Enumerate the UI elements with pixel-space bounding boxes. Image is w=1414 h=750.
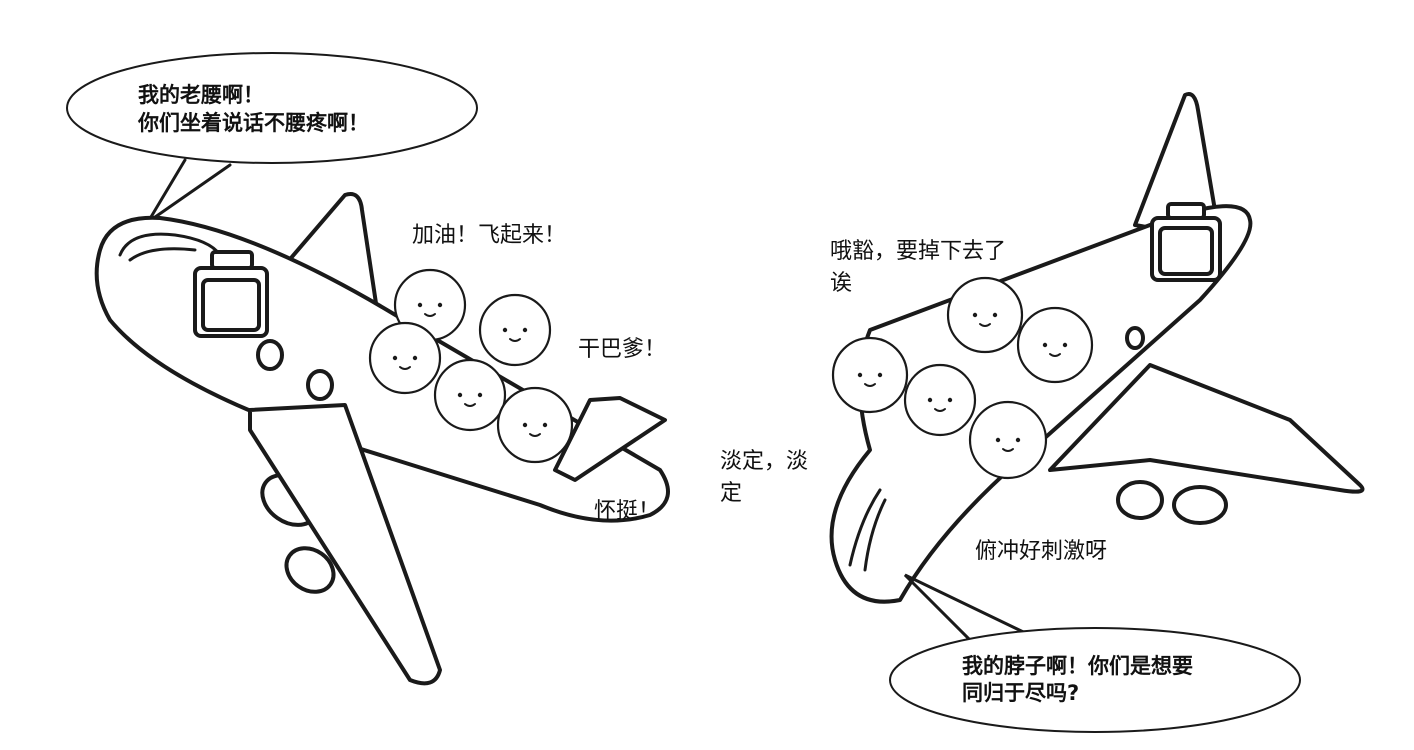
caption-dive: 俯冲好刺激呀 [975,539,1108,564]
caption-cheer: 加油！飞起来！ [412,223,567,248]
caption-falling-line2: 诶 [830,271,853,296]
caption-ganbadie: 干巴爹！ [578,337,667,362]
suitcase-icon [1150,202,1222,282]
blob-characters-right [831,276,1094,480]
caption-falling-line1: 哦豁，要掉下去了 [830,239,1007,264]
right-airplane [829,92,1365,604]
caption-huaiting: 怀挺！ [594,499,661,524]
speech-left-line2: 你们坐着说话不腰疼啊！ [138,111,369,135]
speech-left-line1: 我的老腰啊！ [138,83,264,107]
speech-bubble-left [66,52,478,224]
blob-characters-left [368,268,574,464]
speech-right-line1: 我的脖子啊！你们是想要 [962,654,1193,678]
suitcase-icon [193,250,269,338]
caption-calm-line2: 定 [720,481,743,506]
speech-right-line2: 同归于尽吗? [962,681,1080,705]
speech-bubble-right [889,573,1301,733]
caption-calm-line1: 淡定，淡 [720,449,809,474]
left-airplane [94,192,670,686]
